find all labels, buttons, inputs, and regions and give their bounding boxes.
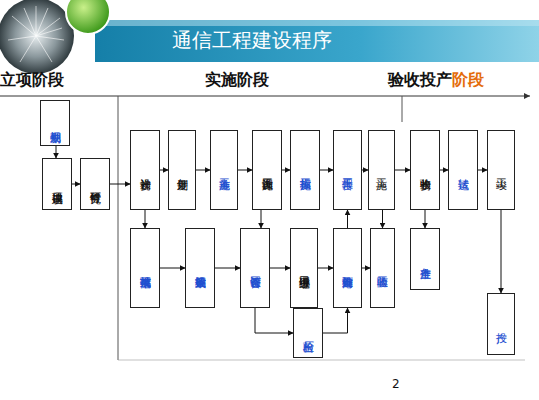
flow-arrow [478,170,487,171]
flow-arrow [255,308,293,333]
page-number: 2 [392,377,400,391]
phase-label: 阶段 [452,70,484,91]
process-box: 施工图设计 [252,130,282,210]
process-box: 年度计划 [168,130,196,210]
flow-arrow [323,308,348,333]
flow-arrow [501,210,502,293]
flow-arrow [160,170,168,171]
flow-arrow [440,170,448,171]
process-box: 投产 [487,293,515,355]
process-box: 设备到港商检 [333,228,362,308]
phase-label: 实施阶段 [205,70,269,91]
slide-title: 通信工程建设程序 [172,27,332,54]
flow-arrow [347,210,348,228]
process-box: 初步设计 [130,130,160,210]
process-box: 项目建议书 [42,158,72,210]
flow-arrow [110,184,130,185]
phase-divider [402,96,403,122]
phase-label: 验收投产 [388,70,452,91]
process-box: 生产准备 [410,228,440,290]
flow-arrow [160,268,185,269]
dandelion-seeds [8,6,64,62]
flow-arrow [145,210,146,228]
flow-arrow [425,210,426,228]
flow-arrow [282,170,290,171]
process-box: 编写技术规范书 [130,228,160,308]
process-box: 施工 [368,130,395,210]
phase-arrow [524,93,530,99]
flow-arrow [270,268,290,269]
header-shine [95,20,539,26]
process-box: 中长期规划 [40,100,70,146]
flow-arrow [215,268,240,269]
frame-line [118,360,525,361]
process-box: 出厂检验 [293,308,323,358]
leaf-badge [66,0,110,34]
flow-arrow [320,170,333,171]
process-box: 初步验收 [410,130,440,210]
flow-arrow [318,268,333,269]
process-box: 签订设备合同 [240,228,270,308]
dandelion-image [0,0,74,74]
flow-arrow [261,210,262,228]
phase-label: 立项阶段 [0,70,64,91]
phase-line [0,96,530,97]
flow-arrow [72,184,80,185]
flow-arrow [362,268,370,269]
process-box: 试运转 [448,130,478,210]
flow-arrow [395,170,410,171]
process-box: 可行性研究 [80,158,110,210]
flow-arrow [56,146,57,158]
process-box: 施工准备 [210,130,238,210]
flow-arrow [382,210,383,228]
process-box: 竣工 [487,130,515,210]
phase-divider [118,96,119,360]
process-box: 开工报告 [333,130,362,210]
flow-arrow [196,170,210,171]
process-box: 随工验收 [370,228,395,308]
process-box: 设备采购或招标 [185,228,215,308]
flow-arrow [238,170,252,171]
process-box: 施工招投标 [290,130,320,210]
process-box: 办理进口手续 [290,228,318,308]
header-band [95,20,539,62]
